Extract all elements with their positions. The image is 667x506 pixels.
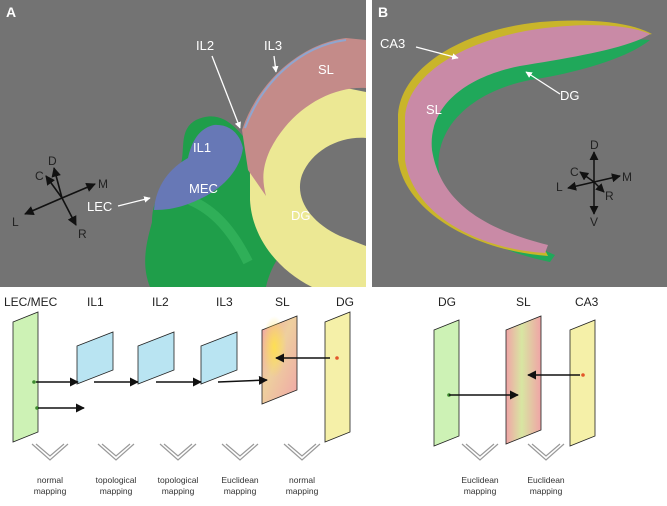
svg-text:M: M: [98, 177, 108, 191]
il1-region: [154, 124, 243, 210]
il2-label: IL2: [196, 38, 214, 53]
svg-text:normal: normal: [37, 475, 63, 485]
panel-a-render: IL2 IL3 SL IL1 MEC LEC DG D C M L R A: [0, 0, 366, 287]
header-ca3: CA3: [575, 295, 599, 309]
plane-dg-b: [433, 319, 460, 447]
sl-label-a: SL: [318, 62, 334, 77]
svg-text:C: C: [570, 165, 579, 179]
dg-label-b: DG: [560, 88, 580, 103]
svg-text:R: R: [605, 189, 614, 203]
svg-text:mapping: mapping: [162, 486, 195, 496]
svg-text:mapping: mapping: [464, 486, 497, 496]
orientation-axes-a: [24, 167, 96, 226]
svg-text:D: D: [590, 138, 599, 152]
svg-text:mapping: mapping: [34, 486, 67, 496]
header-sl-b: SL: [516, 295, 531, 309]
svg-text:V: V: [590, 215, 598, 229]
lec-label: LEC: [87, 199, 112, 214]
svg-text:D: D: [48, 154, 57, 168]
plane-dg-a: [324, 311, 351, 443]
header-dg: DG: [336, 295, 354, 309]
panel-a-letter: A: [6, 4, 16, 20]
dg-label-a: DG: [291, 208, 311, 223]
diagram-b: DG SL CA3 Euclidean mapping Euclidean ma…: [433, 295, 599, 496]
svg-text:normal: normal: [289, 475, 315, 485]
header-il1: IL1: [87, 295, 104, 309]
dg-region: [250, 88, 366, 287]
plane-il3: [200, 331, 238, 385]
header-dg-b: DG: [438, 295, 456, 309]
sl-region-b: [405, 25, 650, 253]
svg-text:mapping: mapping: [100, 486, 133, 496]
mec-label: MEC: [189, 181, 218, 196]
svg-text:C: C: [35, 169, 44, 183]
plane-sl-b: [505, 315, 542, 445]
plane-lec-mec: [12, 311, 39, 443]
orientation-axes-b: [567, 151, 621, 215]
svg-text:mapping: mapping: [530, 486, 563, 496]
plane-ca3: [569, 319, 596, 447]
svg-text:topological: topological: [96, 475, 137, 485]
il3-label: IL3: [264, 38, 282, 53]
sl-label-b: SL: [426, 102, 442, 117]
header-sl: SL: [275, 295, 290, 309]
header-il3: IL3: [216, 295, 233, 309]
header-il2: IL2: [152, 295, 169, 309]
svg-text:Euclidean: Euclidean: [221, 475, 259, 485]
svg-text:L: L: [556, 180, 563, 194]
svg-text:Euclidean: Euclidean: [461, 475, 499, 485]
sl-region: [242, 38, 366, 196]
plane-il1: [76, 331, 114, 385]
il1-label: IL1: [193, 140, 211, 155]
svg-text:mapping: mapping: [286, 486, 319, 496]
panel-b-render: CA3 SL DG D C M L R V B: [372, 0, 667, 287]
panel-b-letter: B: [378, 4, 388, 20]
svg-text:Euclidean: Euclidean: [527, 475, 565, 485]
svg-text:M: M: [622, 170, 632, 184]
svg-text:topological: topological: [158, 475, 199, 485]
diagram-a: LEC/MEC IL1 IL2 IL3 SL DG: [4, 295, 354, 496]
svg-text:L: L: [12, 215, 19, 229]
dg-region-b: [423, 38, 650, 262]
header-lec-mec: LEC/MEC: [4, 295, 58, 309]
ca3-label: CA3: [380, 36, 405, 51]
svg-text:mapping: mapping: [224, 486, 257, 496]
plane-il2: [137, 331, 175, 385]
svg-text:R: R: [78, 227, 87, 241]
